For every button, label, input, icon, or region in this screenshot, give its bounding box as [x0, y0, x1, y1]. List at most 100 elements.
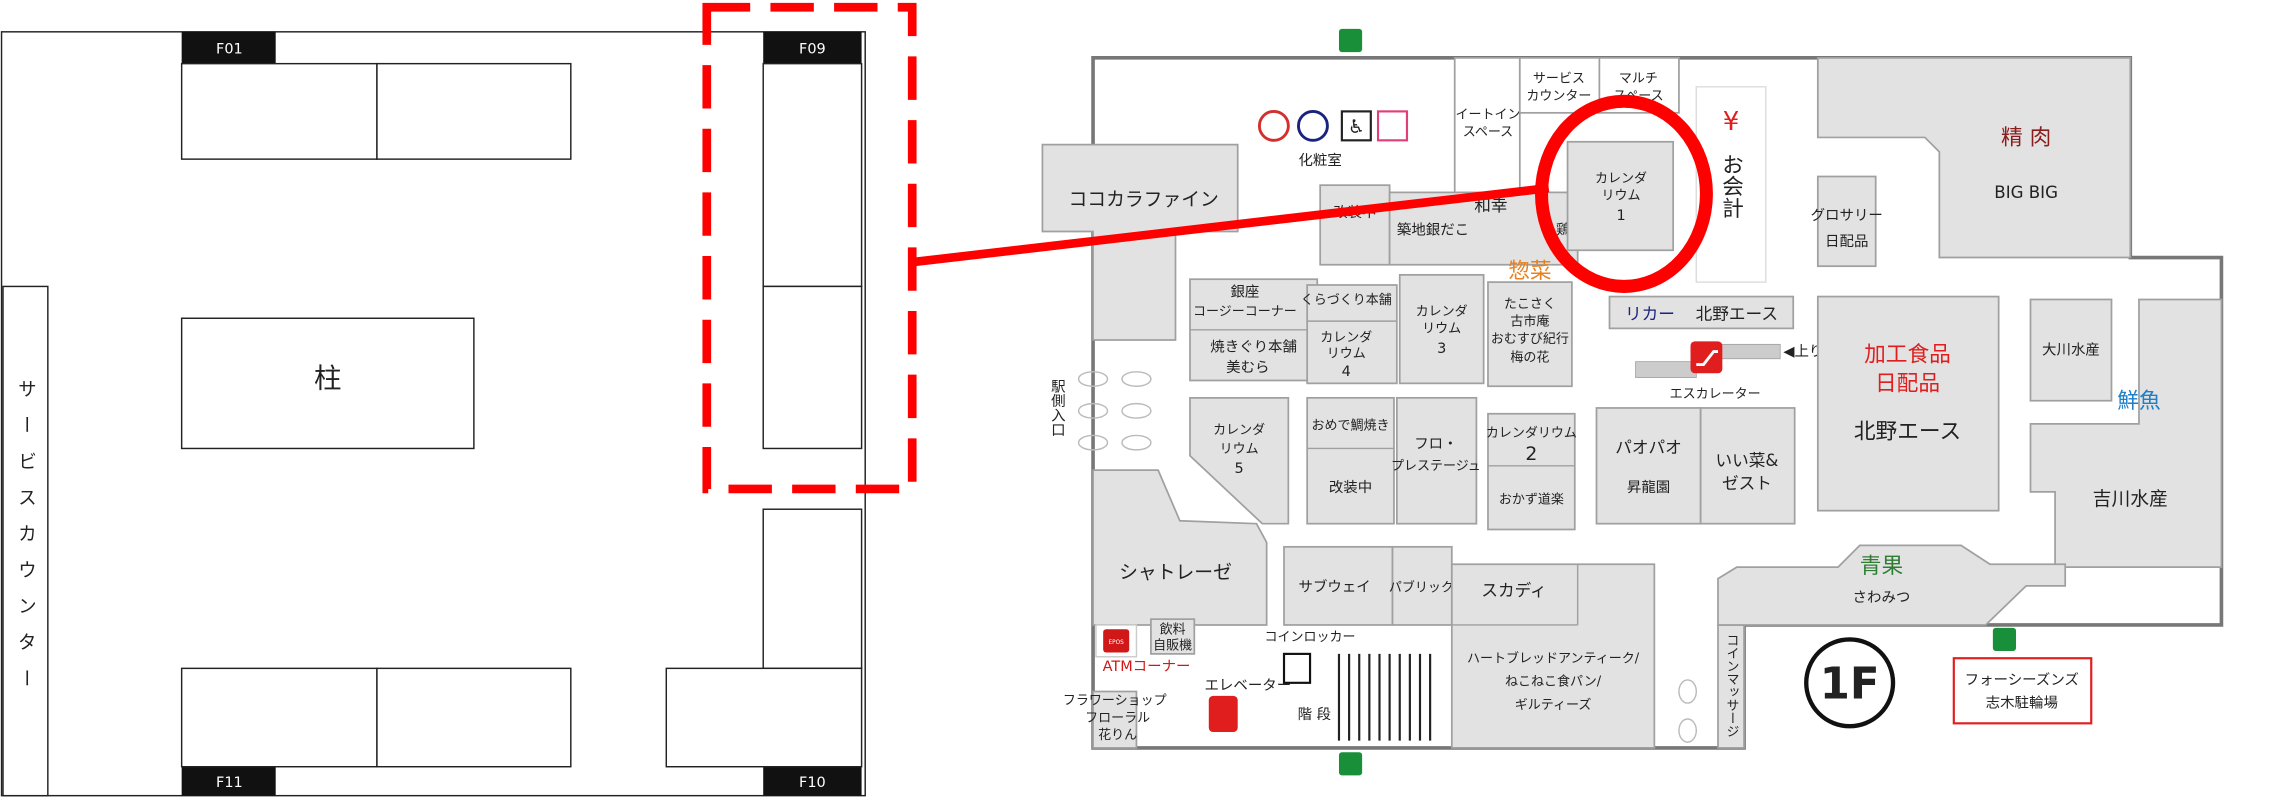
store-takosaku-group[interactable] — [1487, 281, 1573, 388]
men-restroom-icon — [1297, 109, 1329, 142]
highlight-dashed-box — [702, 2, 917, 494]
calendarium3-label: 3 — [1437, 341, 1446, 357]
store-calendarium-5[interactable] — [1189, 396, 1290, 525]
store-grocery[interactable] — [1816, 175, 1877, 268]
store-calendarium2-okazu[interactable] — [1487, 412, 1576, 531]
booth[interactable] — [762, 508, 863, 670]
bike-parking-label: フォーシーズンズ — [1965, 671, 2079, 688]
booth[interactable] — [762, 285, 863, 450]
store-kitano-ace[interactable] — [1816, 295, 2000, 512]
store-public[interactable] — [1391, 545, 1453, 626]
booth-layout-plan: F01 F09 F11 F10 柱 サービスカウンター — [0, 2, 917, 797]
escalator-steps — [1719, 343, 1781, 360]
store-okawa[interactable] — [2029, 298, 2113, 402]
store-flower-shop[interactable] — [1092, 690, 1138, 749]
heartbread-label: ねこねこ食パン/ — [1505, 674, 1602, 690]
store-renovating-1[interactable] — [1319, 184, 1391, 266]
taiyaki-label: おめで鯛焼き — [1312, 419, 1390, 434]
vending-label: 飲料 — [1160, 622, 1186, 638]
floor-badge — [1804, 637, 1896, 729]
paopao-label: 昇龍園 — [1627, 479, 1670, 496]
store-taiyaki-renovating[interactable] — [1306, 396, 1395, 525]
service-counter-text: サービス — [1533, 71, 1585, 86]
booth-label-f11 — [181, 766, 276, 796]
coin-massage-label: コインマッサージ — [1724, 634, 1739, 738]
booth-label-f11-text: F11 — [216, 775, 243, 791]
emergency-exit-icons — [1338, 28, 2017, 776]
store-kokokara-label: ココカラファイン — [1068, 189, 1218, 210]
booth[interactable] — [376, 62, 572, 160]
takosaku-label: 古市庵 — [1510, 313, 1549, 329]
calendarium1-label: リウム — [1602, 189, 1641, 204]
store-paopao[interactable] — [1595, 407, 1702, 525]
wheelchair-icon: ♿ — [1348, 117, 1365, 138]
store-produce[interactable] — [1717, 544, 2067, 626]
bike-parking[interactable] — [1952, 657, 2093, 725]
calendarium2-label: 2 — [1525, 444, 1537, 465]
okazu-label: おかず道楽 — [1499, 491, 1564, 507]
mall-floor-map: ココカラファイン ♿ 化粧室 イートイン スペース サービス カウンター マルチ… — [914, 28, 2224, 776]
store-calendarium-3[interactable] — [1398, 273, 1485, 385]
ginza-label: 銀座 — [1230, 284, 1259, 301]
store-subway[interactable] — [1283, 545, 1394, 626]
calendarium4-label: 4 — [1342, 364, 1351, 380]
elevator-icon[interactable] — [1208, 695, 1238, 733]
yakiguri-label: 美むら — [1226, 359, 1269, 376]
vending-label: 自販機 — [1153, 639, 1192, 654]
bike-parking-label: 志木駐輪場 — [1986, 694, 2058, 711]
booth[interactable] — [180, 62, 378, 160]
store-yoshikawa[interactable] — [2029, 298, 2223, 568]
calendarium5-label: 5 — [1235, 461, 1244, 477]
pillar-label: 柱 — [314, 363, 341, 395]
service-counter-text: カウンター — [1526, 89, 1591, 104]
stairs-icon — [1337, 653, 1432, 741]
sozai-label: 惣菜 — [1508, 259, 1551, 284]
calendarium5-label: リウム — [1220, 442, 1259, 457]
prestige-label: フロ・ — [1414, 436, 1457, 452]
vending-machine[interactable] — [1150, 618, 1196, 655]
store-iisai[interactable] — [1699, 407, 1796, 525]
paopao-label: パオパオ — [1615, 438, 1682, 457]
store-kurazukuri-calendarium4[interactable] — [1306, 284, 1398, 385]
booth[interactable] — [665, 667, 863, 768]
flower-label: フラワーショップ — [1063, 694, 1167, 709]
booth[interactable] — [762, 62, 863, 288]
epos-icon — [1103, 629, 1130, 653]
restroom-icons: ♿ — [1257, 109, 1409, 142]
store-bigbig-meat[interactable] — [1816, 56, 2132, 259]
meat-label: 精 肉 — [2001, 126, 2051, 151]
calendarium5-label: カレンダ — [1213, 423, 1265, 438]
store-kokokara[interactable] — [1041, 143, 1239, 341]
eat-in-space[interactable] — [1453, 56, 1521, 197]
kurazukuri-label: くらづくり本舗 — [1301, 293, 1392, 308]
store-skady-heartbread[interactable] — [1450, 563, 1656, 749]
takosaku-label: たこさく — [1504, 297, 1556, 312]
chateraise-label: シャトレーゼ — [1119, 562, 1232, 584]
service-counter-area[interactable] — [1518, 56, 1601, 114]
store-liquor[interactable] — [1608, 295, 1795, 330]
store-calendarium-1[interactable] — [1566, 140, 1675, 252]
store-prestige[interactable] — [1395, 396, 1478, 525]
entrance-door-icons — [1077, 371, 1152, 451]
exit-icon — [1338, 752, 1363, 776]
exit-icon — [1992, 627, 2017, 651]
calendarium2-label: カレンダリウム — [1486, 426, 1577, 441]
escalator[interactable] — [1635, 341, 1781, 378]
service-counter — [2, 285, 49, 797]
booth[interactable] — [376, 667, 572, 768]
epos-label: EPOS — [1109, 640, 1125, 646]
yakiguri-label: 焼きぐり本舗 — [1210, 339, 1297, 356]
coin-locker-label: コインロッカー — [1265, 630, 1356, 645]
multi-space-label: マルチ — [1619, 71, 1658, 86]
heartbread-label: ギルティーズ — [1515, 697, 1592, 713]
eat-in-label: スペース — [1463, 125, 1513, 140]
okawa-label: 大川水産 — [2042, 341, 2100, 358]
escalator-up-label: ◀上り — [1783, 343, 1823, 360]
skady-label: スカディ — [1481, 580, 1546, 600]
yoshikawa-label: 吉川水産 — [2093, 488, 2168, 510]
coin-locker-icon[interactable] — [1282, 652, 1312, 684]
booth-label-f10-text: F10 — [799, 775, 826, 791]
baby-care-icon — [1376, 110, 1409, 142]
booth[interactable] — [180, 667, 378, 768]
flower-label: フローラル — [1085, 711, 1150, 726]
